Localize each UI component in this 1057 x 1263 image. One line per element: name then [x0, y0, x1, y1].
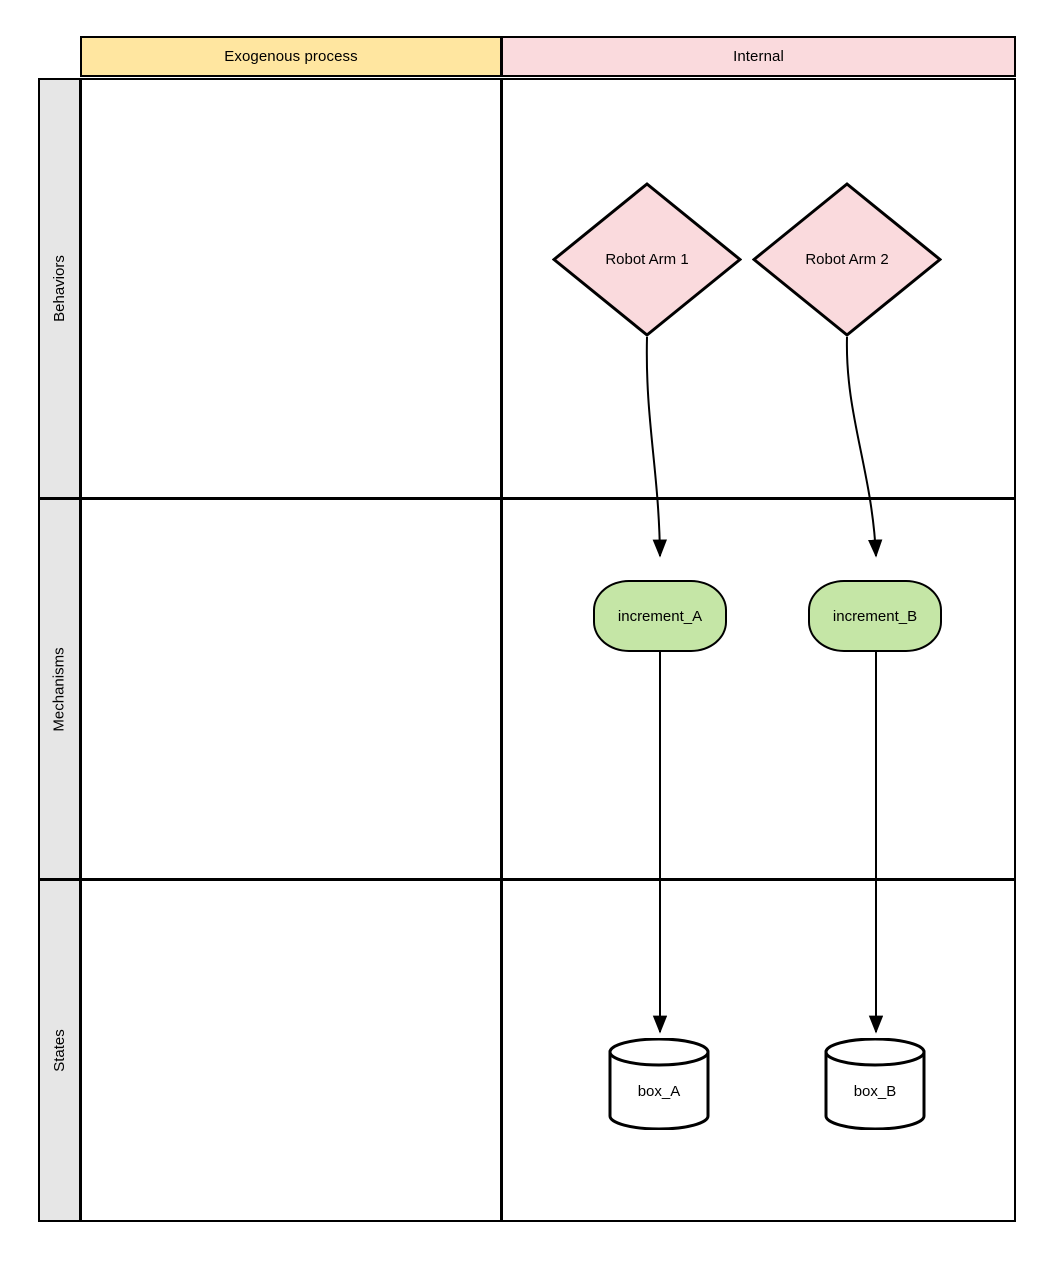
cell-mechanisms-exogenous[interactable] [80, 498, 502, 880]
diamond-shape [552, 182, 742, 337]
node-robot-arm-2[interactable]: Robot Arm 2 [752, 182, 942, 337]
row-header-states[interactable]: States [38, 879, 81, 1222]
node-box-b[interactable]: box_B [824, 1038, 926, 1130]
column-header-exogenous-process-label: Exogenous process [224, 48, 358, 65]
cylinder-shape [824, 1038, 926, 1130]
column-header-exogenous-process[interactable]: Exogenous process [80, 36, 502, 77]
cell-states-exogenous[interactable] [80, 879, 502, 1222]
column-header-internal-label: Internal [733, 48, 784, 65]
cylinder-shape [608, 1038, 710, 1130]
column-header-internal[interactable]: Internal [501, 36, 1016, 77]
row-header-behaviors-label: Behaviors [51, 255, 69, 322]
node-box-a[interactable]: box_A [608, 1038, 710, 1130]
node-increment-b[interactable]: increment_B [808, 580, 942, 652]
cell-behaviors-exogenous[interactable] [80, 78, 502, 499]
cell-states-internal[interactable] [501, 879, 1016, 1222]
row-header-behaviors[interactable]: Behaviors [38, 78, 81, 499]
node-increment-b-label: increment_B [832, 607, 918, 625]
cell-behaviors-internal[interactable] [501, 78, 1016, 499]
node-increment-a[interactable]: increment_A [593, 580, 727, 652]
row-header-mechanisms-label: Mechanisms [51, 646, 69, 732]
swimlane-grid: Exogenous process Internal Behaviors Mec… [38, 36, 1016, 1222]
cell-mechanisms-internal[interactable] [501, 498, 1016, 880]
diamond-shape [752, 182, 942, 337]
row-header-mechanisms[interactable]: Mechanisms [38, 498, 81, 880]
node-robot-arm-1[interactable]: Robot Arm 1 [552, 182, 742, 337]
node-increment-a-label: increment_A [617, 607, 703, 625]
row-header-states-label: States [51, 1029, 68, 1072]
